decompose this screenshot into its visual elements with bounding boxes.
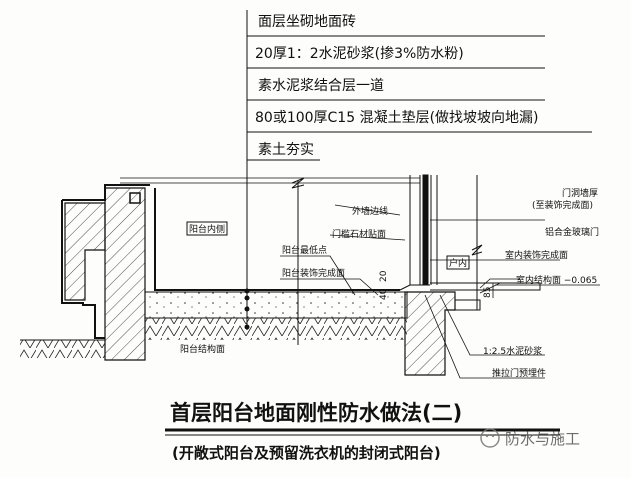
- dim-85: 85: [483, 287, 493, 298]
- watermark-text: 防水与施工: [505, 430, 580, 448]
- door-sill-structure: [404, 291, 456, 376]
- dim-20: 20: [379, 270, 389, 282]
- parapet-wall: [104, 187, 146, 361]
- parapet-cap: [64, 202, 106, 301]
- watermark: 防水与施工: [480, 428, 580, 448]
- concrete-bed: [144, 291, 408, 319]
- label-balcony-lowest: 阳台最低点: [282, 244, 327, 256]
- layer-3: 素水泥浆结合层一道: [258, 78, 384, 94]
- label-aluminum-door: 铝合金玻璃门: [545, 226, 599, 238]
- label-embedded: 推拉门预埋件: [492, 367, 546, 379]
- layer-4: 80或100厚C15 混凝土垫层(做找坡坡向地漏): [255, 110, 539, 126]
- label-exterior-wall: 外墙边线: [352, 205, 388, 217]
- compacted-soil: [145, 318, 407, 340]
- layer-1: 面层坐砌地面砖: [258, 14, 356, 30]
- drawing-subtitle: (开敞式阳台及预留洗衣机的封闭式阳台): [172, 444, 441, 462]
- label-balcony-inner: 阳台内侧: [189, 223, 225, 235]
- wechat-icon: [480, 428, 500, 448]
- label-balcony-structure: 阳台结构面: [180, 343, 225, 355]
- label-indoor-structure: 室内结构面 −0.065: [516, 274, 597, 286]
- label-mortar: 1:2.5水泥砂浆: [483, 345, 542, 357]
- drawing-title: 首层阳台地面刚性防水做法(二): [170, 401, 462, 425]
- label-indoor: 户内: [449, 257, 467, 269]
- label-door-wall: 门洞墙厚: [562, 187, 598, 199]
- layer-leaders: [246, 10, 592, 330]
- dim-40: 40: [379, 288, 389, 300]
- label-to-finish: (至装饰完成面): [532, 199, 593, 211]
- layer-5: 素土夯实: [258, 142, 314, 158]
- label-balcony-finish: 阳台装饰完成面: [282, 267, 345, 279]
- label-threshold-stone: 门槛石材贴面: [332, 228, 386, 240]
- layer-2: 20厚1：2水泥砂浆(掺3%防水粉): [255, 45, 464, 62]
- label-indoor-finish: 室内装饰完成面: [505, 249, 568, 261]
